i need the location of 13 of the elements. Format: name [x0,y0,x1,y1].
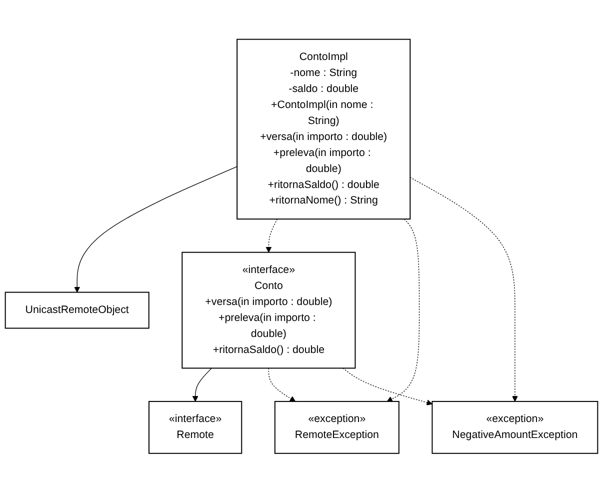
node-box: «exception» RemoteException [274,400,400,454]
arrow [386,218,420,402]
arrow [192,367,212,402]
arrow [410,176,518,402]
node-box: UnicastRemoteObject [4,291,150,328]
arrow [74,166,238,292]
node-box: «exception» NegativeAmountException [432,400,598,454]
arrow [266,218,278,252]
arrow [342,367,432,406]
arrow [268,367,296,402]
node-box: ContoImpl -nome : String -saldo : double +ContoImpl(in nome : String) +versa(in importo : double) +preleva(in importo : double) +ritornaSaldo() : double +ritornaNome() : String [236,38,411,220]
node-box: «interface» Remote [148,400,242,454]
node-box: «interface» Conto +versa(in importo : double) +preleva(in importo : double) +ritornaSaldo() : double [182,251,356,368]
